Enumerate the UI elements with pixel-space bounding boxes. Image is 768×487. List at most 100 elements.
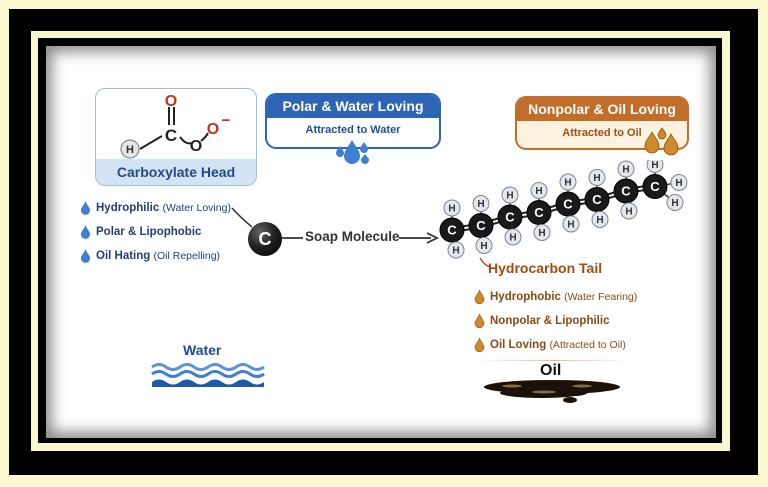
property-main: Hydrophobic <box>490 291 561 303</box>
carbon-atom-symbol: C <box>650 179 660 194</box>
carbon-symbol: C <box>165 126 177 145</box>
carbon-atom-symbol: C <box>447 223 457 238</box>
hydrogen-atom-circle <box>530 182 548 199</box>
hydrogen-atom-symbol: H <box>651 160 658 171</box>
carbon-atom: C <box>497 204 523 230</box>
oil-divider <box>478 360 628 361</box>
property-main: Oil Loving <box>490 339 547 351</box>
carbon-atom-symbol: C <box>592 192 602 207</box>
hydrogen-atom-circle <box>504 228 522 246</box>
water-badge-subtitle: Attracted to Water <box>305 124 401 136</box>
bond-o-o <box>200 132 209 142</box>
hydrogen-atom-circle <box>617 160 635 178</box>
hydrogen-atom: H <box>670 174 688 191</box>
hydrogen-atom: H <box>533 224 551 241</box>
hydrogen-atom-symbol: H <box>448 204 455 215</box>
list-item: Nonpolar & Lipophilic <box>474 309 637 333</box>
oil-label: Oil <box>540 362 562 379</box>
hydrogen-atom-symbol: H <box>567 220 574 231</box>
carbon-atom: C <box>584 187 610 212</box>
hydrogen-atom-symbol: H <box>564 178 571 189</box>
carbon-atom: C <box>642 174 668 199</box>
carbon-atom: C <box>439 217 465 243</box>
hydrogen-atom-circle <box>559 173 577 191</box>
hydrogen-atom-symbol: H <box>477 199 484 210</box>
water-drops-icon <box>336 140 369 164</box>
water-waves-icon <box>151 363 265 387</box>
property-detail: (Attracted to Oil) <box>549 339 626 351</box>
hydrogen-atom: H <box>443 199 461 217</box>
hydrogen-atom-symbol: H <box>480 241 487 252</box>
hydrogen-atom-circle <box>443 199 461 217</box>
carbon-node: C <box>248 222 282 256</box>
list-item: Oil Hating (Oil Repelling) <box>80 244 231 268</box>
hydrogen-atom-circle <box>591 211 609 228</box>
water-badge-title: Polar & Water Loving <box>267 95 439 118</box>
oil-drop-icon <box>474 338 485 352</box>
hydrogen-atom <box>120 139 140 159</box>
hydrogen-atom: H <box>475 237 493 254</box>
hydrogen-atom: H <box>646 160 664 173</box>
water-drop-icon <box>80 225 91 239</box>
oil-puddle-icon <box>484 380 620 403</box>
hydrogen-atom-circle <box>562 215 580 233</box>
hydrogen-atom: H <box>504 228 522 246</box>
oil-drop-icon <box>474 314 485 328</box>
hydrogen-atom-symbol: H <box>452 246 459 257</box>
hydrogen-atom-symbol: H <box>593 173 600 184</box>
hydrocarbon-tail-label: Hydrocarbon Tail <box>488 260 603 276</box>
carboxylate-structure: H O C O O − <box>120 93 231 159</box>
carbon-atom-circle <box>642 174 668 199</box>
property-main: Polar & Lipophobic <box>96 226 202 238</box>
tail-connector-line <box>479 257 491 268</box>
property-detail: (Water Loving) <box>162 202 231 214</box>
oil-badge-title: Nonpolar & Oil Loving <box>517 98 687 121</box>
carbon-atom: C <box>613 178 639 204</box>
hydrogen-atom-circle <box>501 186 519 204</box>
carbon-atom-circle <box>526 200 552 225</box>
tail-properties-list: Hydrophobic (Water Fearing) Nonpolar & L… <box>474 285 637 357</box>
hydrogen-symbol: H <box>126 144 134 156</box>
carbon-atom-circle <box>497 204 523 230</box>
head-properties-list: Hydrophilic (Water Loving) Polar & Lipop… <box>80 196 231 268</box>
hydrogen-atom: H <box>620 202 638 220</box>
carbon-atom: C <box>526 200 552 225</box>
hydrogen-atom-circle <box>533 224 551 241</box>
bond-c-o <box>179 136 192 145</box>
hydrogen-atom-symbol: H <box>506 191 513 202</box>
property-detail: (Oil Repelling) <box>153 250 221 262</box>
hydrogen-atom-circle <box>447 241 465 259</box>
carbon-atom-circle <box>613 178 639 204</box>
carbon-atom: C <box>555 191 581 217</box>
carboxylate-head-box: H O C O O − Carboxylate Head <box>95 88 257 186</box>
hydrogen-atom-symbol: H <box>675 178 682 189</box>
hydrogen-atom-symbol: H <box>538 228 545 239</box>
hydrogen-atom-symbol: H <box>625 207 632 218</box>
hydrogen-atom: H <box>447 241 465 259</box>
hydrogen-atom: H <box>559 173 577 191</box>
negative-charge: − <box>222 112 231 129</box>
hydrogen-atom: H <box>588 169 606 186</box>
carbon-atom-circle <box>584 187 610 212</box>
carboxylate-head-label: Carboxylate Head <box>96 159 256 185</box>
soap-molecule-label: Soap Molecule <box>305 229 400 244</box>
oil-drop-icon <box>474 290 485 304</box>
carbon-atom-circle <box>555 191 581 217</box>
hydrogen-atom-circle <box>588 169 606 186</box>
hydrogen-atom-circle <box>620 202 638 220</box>
hydrogen-atom-symbol: H <box>509 233 516 244</box>
hydrogen-atom: H <box>562 215 580 233</box>
hydrogen-atom: H <box>472 195 490 212</box>
carbon-atom-symbol: C <box>505 210 515 225</box>
oil-loving-badge: Nonpolar & Oil Loving Attracted to Oil <box>515 96 689 150</box>
hydrogen-atom-circle <box>472 195 490 212</box>
carbon-atom-circle <box>439 217 465 243</box>
list-item: Polar & Lipophobic <box>80 220 231 244</box>
list-item: Hydrophobic (Water Fearing) <box>474 285 637 309</box>
hydrogen-atom-symbol: H <box>535 186 542 197</box>
carbon-atom: C <box>468 213 494 238</box>
oxygen-single-symbol: O <box>190 138 202 155</box>
list-item: Oil Loving (Attracted to Oil) <box>474 333 637 357</box>
carbon-atom-symbol: C <box>621 184 631 199</box>
